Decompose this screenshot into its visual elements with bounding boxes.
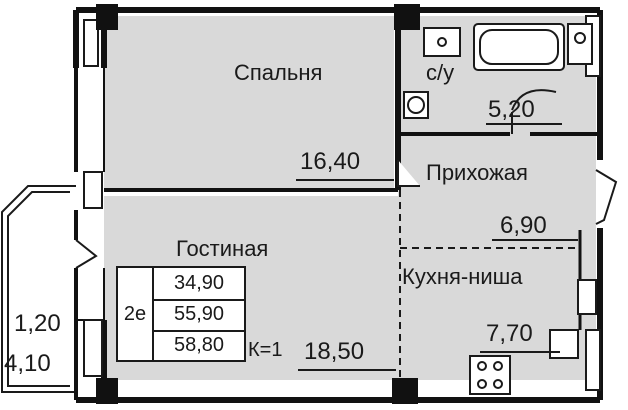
- balcony-coefficient: К=1: [248, 339, 283, 361]
- hallway-fill: [398, 134, 596, 214]
- bedroom-fill: [104, 16, 394, 188]
- bedroom-name: Спальня: [234, 60, 323, 85]
- stove: [469, 355, 511, 395]
- balcony: [1, 185, 76, 393]
- rooms-count: 2е: [118, 268, 154, 360]
- hallway-area: 6,90: [500, 212, 547, 239]
- balcony-area-full: 4,10: [4, 350, 51, 377]
- kitchen-fixtures: [469, 279, 597, 395]
- doors: [75, 112, 618, 269]
- living-area-total: 34,90: [154, 268, 244, 301]
- bathroom-area: 5,20: [488, 96, 535, 123]
- balcony-area-reduced: 1,20: [14, 310, 61, 337]
- living-area: 18,50: [304, 338, 365, 365]
- kitchen-name: Кухня-ниша: [402, 264, 523, 289]
- living-name: Гостиная: [176, 236, 269, 261]
- area-underlines: [296, 123, 578, 371]
- zone-boundaries: [399, 190, 580, 380]
- hallway-name: Прихожая: [426, 160, 528, 185]
- columns: [96, 4, 420, 404]
- bedroom-area: 16,40: [300, 148, 361, 175]
- total-area-with-balcony: 58,80: [173, 334, 225, 356]
- kitchen-area: 7,70: [486, 320, 533, 347]
- area-summary-table: 2е 34,90 55,90 58,80: [116, 266, 246, 362]
- bathroom-name: с/у: [426, 60, 455, 85]
- kitchen-sink: [549, 329, 579, 359]
- bathroom-fixtures: [403, 23, 593, 119]
- total-area: 55,90: [154, 299, 244, 332]
